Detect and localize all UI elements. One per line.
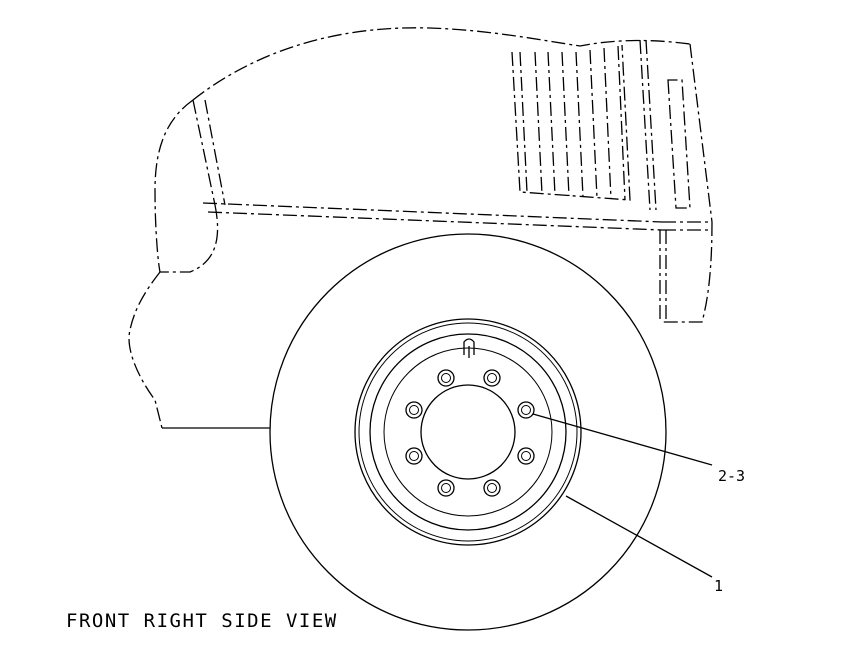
wheel-rim <box>354 318 582 546</box>
wheel-nut <box>483 369 501 387</box>
valve-stem <box>463 338 475 358</box>
tire <box>269 233 667 631</box>
radiator-grille <box>511 39 691 211</box>
wheel-nut <box>437 369 455 387</box>
wheel-nuts <box>405 369 535 497</box>
callout-wheel-nuts: 2-3 <box>718 467 745 485</box>
wheel-nut <box>517 401 535 419</box>
wheel-nut <box>405 447 423 465</box>
leader-line-tire <box>565 495 713 578</box>
wheel-nut <box>437 479 455 497</box>
wheel-nut <box>405 401 423 419</box>
wheel-nut <box>517 447 535 465</box>
tire-outer-edge <box>269 233 667 631</box>
wheel-nut <box>483 479 501 497</box>
view-title: FRONT RIGHT SIDE VIEW <box>66 610 338 632</box>
hub-bore <box>420 384 516 480</box>
hood-outline <box>128 27 713 429</box>
callout-tire: 1 <box>714 577 723 595</box>
leader-line-wheel-nuts <box>532 413 713 466</box>
